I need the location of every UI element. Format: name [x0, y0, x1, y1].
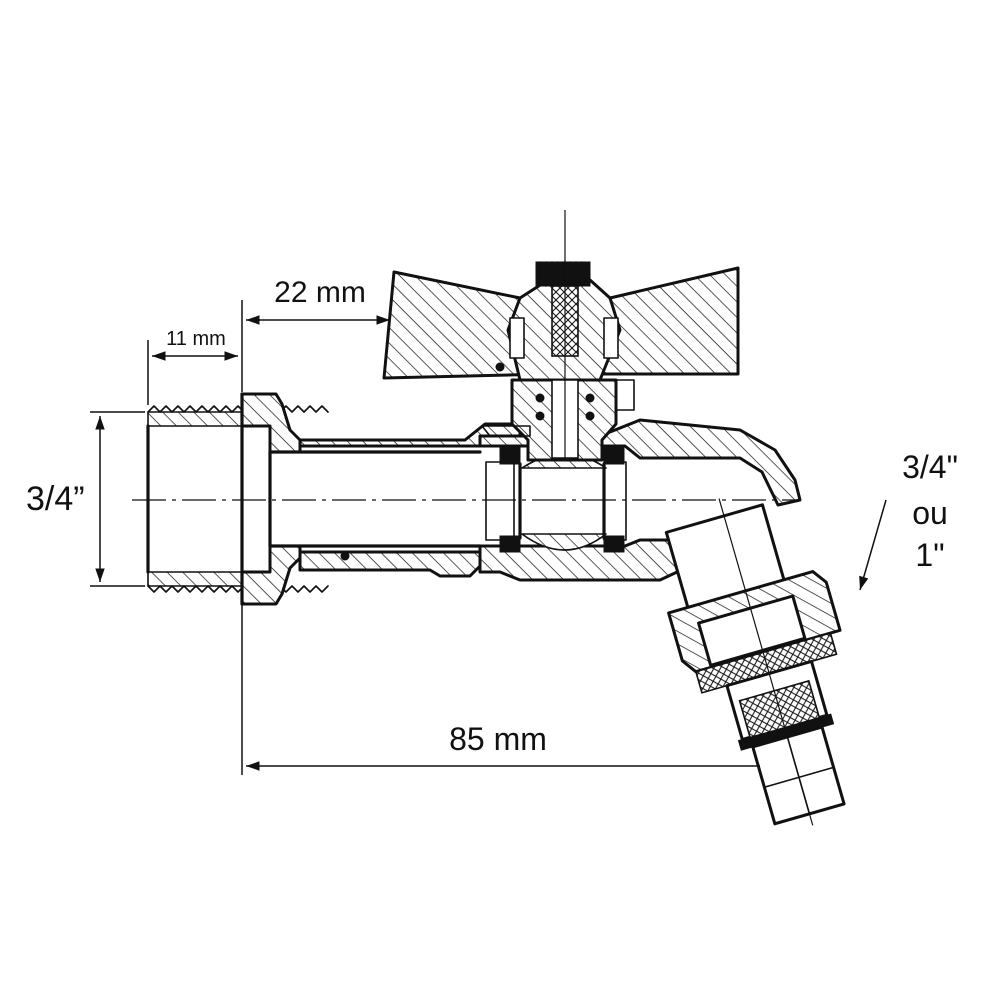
dimension-85mm: 85 mm [241, 590, 760, 775]
dimension-inlet: 3/4” [26, 411, 145, 587]
handle-offset-label: 22 mm [274, 276, 366, 309]
outlet-thread-line2: ou [912, 495, 948, 531]
seal-top-right [603, 447, 625, 465]
inlet-hex-collar-bottom [240, 544, 302, 606]
overall-length-label: 85 mm [449, 721, 547, 757]
seat-insert-left [485, 461, 515, 541]
body-dot [340, 551, 350, 561]
retainer-right [603, 317, 619, 359]
seal-bottom-left [499, 535, 521, 553]
stem-nut [535, 261, 591, 287]
thread-length-label: 11 mm [166, 328, 226, 350]
dimension-22mm: 22 mm [241, 276, 390, 392]
outlet-thread-line1: 3/4" [902, 449, 958, 485]
inlet-thread-label: 3/4” [26, 480, 85, 518]
oring-1 [535, 393, 545, 403]
dimension-11mm: 11 mm [147, 328, 238, 405]
inlet-thread-teeth-bottom [147, 585, 329, 593]
inlet-thread-teeth-top [147, 405, 329, 413]
seal-top-left [499, 447, 521, 465]
inlet-thread-bottom [147, 571, 243, 587]
seal-bottom-right [603, 535, 625, 553]
body-thread-insert [481, 425, 531, 437]
oring-2 [535, 411, 545, 421]
inlet-thread-top [147, 411, 243, 427]
inlet-hex-collar [240, 392, 302, 454]
nozzle-centerline [718, 498, 814, 826]
outlet-nozzle [664, 498, 846, 826]
outlet-thread-line3: 1" [915, 537, 944, 573]
inlet-fitting [146, 392, 329, 606]
oring-5 [495, 362, 505, 372]
oring-4 [585, 411, 595, 421]
stem-step [615, 379, 635, 411]
dimension-outlet: 3/4" ou 1" [859, 449, 958, 591]
nozzle-inner [697, 594, 807, 667]
seat-insert-right [603, 461, 627, 541]
body-wall-bottom [298, 550, 482, 578]
retainer-left [509, 317, 525, 359]
leader-outlet [859, 499, 887, 591]
stem-nut-grip [539, 261, 583, 287]
handle-assembly [382, 210, 740, 462]
oring-3 [585, 393, 595, 403]
